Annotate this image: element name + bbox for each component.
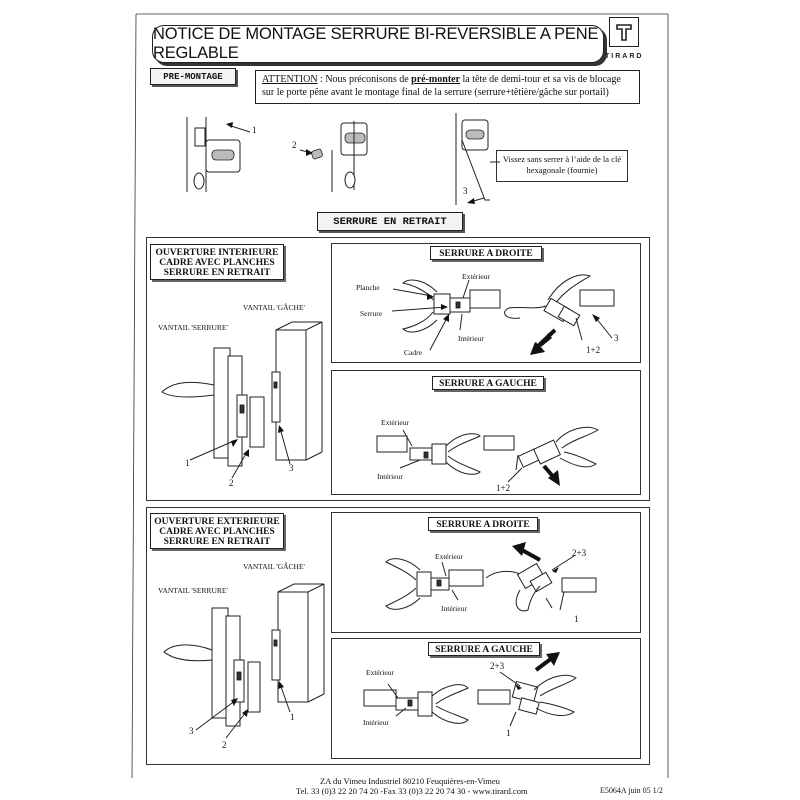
attention-word: ATTENTION — [262, 74, 318, 85]
exterior-gauche-exterieur: Extérieur — [366, 668, 394, 677]
premontage-step2: 2 — [292, 140, 297, 150]
exterior-droite-step1: 1 — [574, 614, 579, 624]
tirard-logo-icon — [616, 24, 632, 41]
page-title: NOTICE DE MONTAGE SERRURE BI-REVERSIBLE … — [152, 25, 604, 63]
interior-droite-step12: 1+2 — [586, 345, 601, 355]
interior-num-2: 2 — [229, 478, 234, 488]
exterior-gauche-box — [331, 638, 641, 759]
brand-word: TIRARD — [605, 53, 644, 60]
exterior-gauche-step23: 2+3 — [490, 661, 505, 671]
section-label: SERRURE EN RETRAIT — [317, 212, 463, 231]
interior-heading-line3: SERRURE EN RETRAIT — [163, 268, 271, 278]
interior-gauche-box — [331, 370, 641, 495]
interior-droite-box — [331, 243, 641, 363]
attention-pre: : Nous préconisons de — [317, 74, 412, 85]
footer-contact: Tel. 33 (0)3 22 20 74 20 -Fax 33 (0)3 22… — [296, 786, 528, 796]
panel-interior — [146, 237, 650, 501]
interior-droite-serrure: Serrure — [360, 309, 383, 318]
exterior-num-1: 1 — [290, 712, 295, 722]
interior-gauche-exterieur: Extérieur — [381, 418, 409, 427]
attention-bold: pré-monter — [411, 74, 461, 85]
premontage-step3: 3 — [463, 186, 468, 196]
premontage-step1: 1 — [252, 125, 257, 135]
premontage-step1-illustration — [186, 117, 251, 192]
hex-key-note: Vissez sans serrer à l’aide de la clé he… — [496, 150, 628, 182]
exterior-vantail-serrure: VANTAIL 'SERRURE' — [158, 586, 228, 595]
exterior-num-2: 2 — [222, 740, 227, 750]
interior-droite-step3: 3 — [614, 333, 619, 343]
interior-gauche-heading: SERRURE A GAUCHE — [432, 376, 544, 390]
premontage-step3-illustration — [455, 113, 500, 205]
exterior-droite-interieur: Intérieur — [441, 604, 467, 613]
panel-exterior — [146, 507, 650, 765]
interior-vantail-serrure: VANTAIL 'SERRURE' — [158, 323, 228, 332]
tirard-logo — [609, 17, 639, 47]
attention-post: la tête de demi-tour et sa vis de blocag… — [262, 74, 621, 98]
exterior-num-3: 3 — [189, 726, 194, 736]
interior-droite-planche: Planche — [356, 283, 380, 292]
interior-gauche-step12: 1+2 — [496, 483, 511, 493]
interior-droite-heading: SERRURE A DROITE — [430, 246, 542, 260]
exterior-droite-box — [331, 512, 641, 633]
interior-num-3: 3 — [289, 463, 294, 473]
footer-ref: E5064A juin 05 1/2 — [600, 786, 663, 795]
panel-interior-heading: OUVERTURE INTERIEURE CADRE AVEC PLANCHES… — [150, 244, 284, 280]
footer-address: ZA du Vimeu Industriel 80210 Feuquières-… — [320, 776, 500, 786]
interior-heading-line2: CADRE AVEC PLANCHES — [159, 258, 275, 268]
exterior-vantail-gache: VANTAIL 'GÂCHE' — [243, 562, 305, 571]
exterior-heading-line1: OUVERTURE EXTERIEURE — [154, 517, 280, 527]
interior-num-1: 1 — [185, 458, 190, 468]
premontage-step2-illustration — [299, 121, 368, 192]
premontage-label: PRE-MONTAGE — [150, 68, 236, 85]
exterior-droite-exterieur: Extérieur — [435, 552, 463, 561]
exterior-droite-heading: SERRURE A DROITE — [428, 517, 538, 531]
exterior-gauche-interieur: Intérieur — [363, 718, 389, 727]
attention-note: ATTENTION : Nous préconisons de pré-mont… — [255, 70, 640, 104]
exterior-heading-line2: CADRE AVEC PLANCHES — [159, 527, 275, 537]
exterior-heading-line3: SERRURE EN RETRAIT — [163, 537, 271, 547]
interior-droite-interieur: Intérieur — [458, 334, 484, 343]
exterior-gauche-heading: SERRURE A GAUCHE — [428, 642, 540, 656]
interior-droite-cadre: Cadre — [404, 348, 422, 357]
interior-droite-exterieur: Extérieur — [462, 272, 490, 281]
interior-heading-line1: OUVERTURE INTERIEURE — [155, 248, 279, 258]
interior-vantail-gache: VANTAIL 'GÂCHE' — [243, 303, 305, 312]
interior-gauche-interieur: Intérieur — [377, 472, 403, 481]
panel-exterior-heading: OUVERTURE EXTERIEURE CADRE AVEC PLANCHES… — [150, 513, 284, 549]
exterior-gauche-step1: 1 — [506, 728, 511, 738]
exterior-droite-step23: 2+3 — [572, 548, 587, 558]
